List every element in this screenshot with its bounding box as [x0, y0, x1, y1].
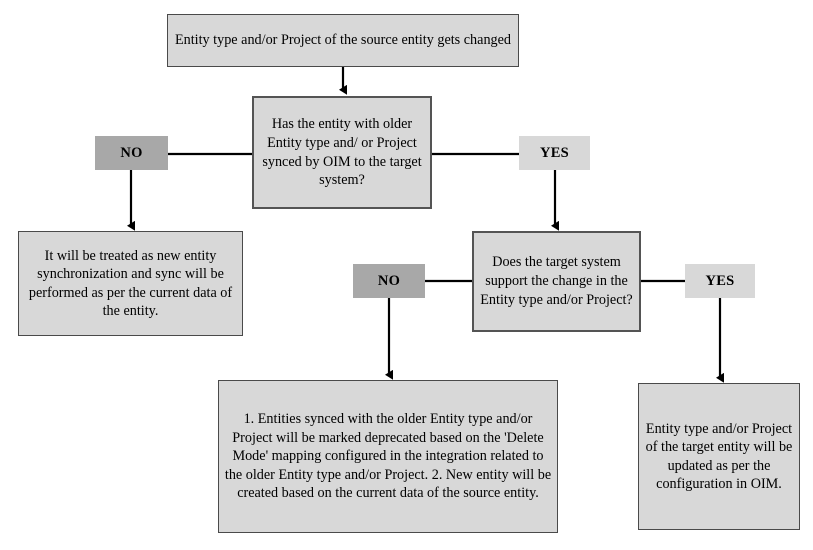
edge-label-decision2-yes: YES	[685, 264, 755, 298]
edge-label-decision1-yes: YES	[519, 136, 590, 170]
node-outcome-deprecate-and-recreate-text: 1. Entities synced with the older Entity…	[224, 411, 552, 502]
node-start-text: Entity type and/or Project of the source…	[174, 32, 512, 49]
edge-label-decision1-no: NO	[95, 136, 168, 170]
node-decision-synced-by-oim: Has the entity with older Entity type an…	[252, 96, 432, 209]
edge-label-decision1-yes-text: YES	[539, 144, 570, 161]
node-decision-target-supports-change-text: Does the target system support the chang…	[480, 254, 633, 308]
node-start: Entity type and/or Project of the source…	[167, 14, 519, 67]
node-outcome-deprecate-and-recreate: 1. Entities synced with the older Entity…	[218, 380, 558, 533]
node-outcome-new-sync-text: It will be treated as new entity synchro…	[28, 247, 233, 319]
node-decision-synced-by-oim-text: Has the entity with older Entity type an…	[262, 116, 422, 189]
edge-label-decision1-no-text: NO	[120, 144, 143, 161]
node-outcome-update-target: Entity type and/or Project of the target…	[638, 383, 800, 530]
node-outcome-new-sync: It will be treated as new entity synchro…	[18, 231, 243, 336]
node-decision-target-supports-change: Does the target system support the chang…	[472, 231, 641, 332]
node-outcome-update-target-text: Entity type and/or Project of the target…	[645, 420, 793, 492]
edge-label-decision2-no: NO	[353, 264, 425, 298]
edge-label-decision2-yes-text: YES	[705, 272, 735, 289]
edge-label-decision2-no-text: NO	[377, 272, 401, 289]
